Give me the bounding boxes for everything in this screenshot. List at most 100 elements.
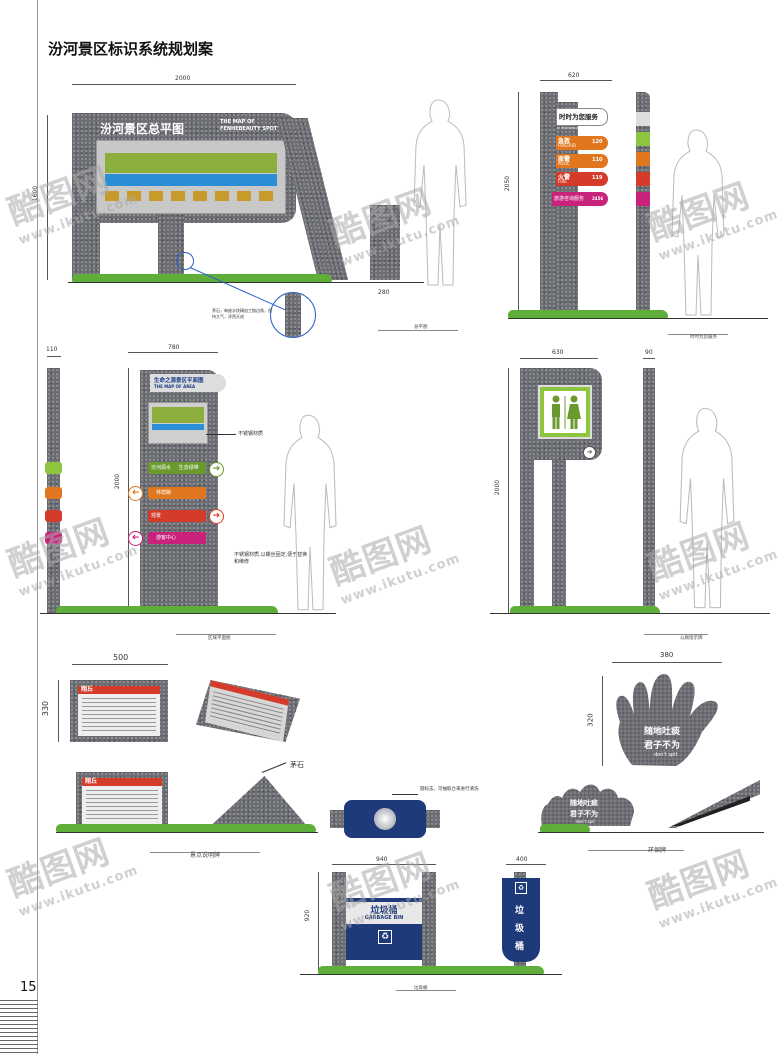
watermark-url: www.ikutu.com (16, 862, 141, 921)
dim-line-bin-width (332, 864, 436, 865)
area-map-panel (148, 402, 208, 444)
dim-spot-height: 330 (41, 700, 51, 717)
grass (56, 824, 316, 832)
bin-side-label: 垃圾桶 (515, 906, 525, 952)
grass (72, 274, 332, 282)
side-color-tab (636, 132, 650, 146)
spot-caption: 景点说明牌 (190, 852, 221, 859)
toilet-post-right (552, 430, 566, 614)
area-note-2: 不锈钢材质,以螺丝固定,便于替换和维修 (234, 552, 308, 565)
map-panel-green (105, 153, 277, 173)
dim-line-spot-height (58, 680, 59, 742)
dim-map-width: 2000 (175, 75, 191, 82)
map-board-title-en-1: THE MAP OF (220, 119, 255, 125)
spot-front-title-bar: 翔丘 (82, 778, 162, 786)
page-number: 15 (20, 980, 37, 995)
side-color-tab (45, 510, 62, 522)
caption-line (150, 852, 260, 853)
ground-line (40, 613, 336, 614)
service-item-label: 急救 (558, 138, 571, 145)
map-board-note: 茅石，每座水纹精加工抛边角，保持大气，浑然天成 (212, 308, 272, 319)
area-direction-label: 观景 (151, 513, 162, 519)
service-caption: 时时为您服务 (690, 335, 717, 340)
spot-board-title: 翔丘 (81, 686, 94, 693)
service-item-num: 110 (592, 157, 603, 163)
dim-line-service-height (518, 92, 519, 312)
hand-caption: 环保牌 (648, 847, 667, 854)
spot-note: 茅石 (290, 761, 304, 769)
service-item-label: 匪警 (558, 156, 571, 163)
bin-post-left (332, 872, 346, 974)
dim-line-hand-height (602, 676, 603, 766)
toilet-man-woman-icon (552, 395, 581, 429)
side-color-tab (636, 152, 650, 166)
map-board-title: 汾河景区总平图 (100, 122, 185, 136)
side-color-tab (636, 172, 650, 186)
ground-line (56, 832, 318, 833)
dim-line-service-width (540, 80, 612, 81)
ground-line (300, 974, 562, 975)
dim-line-toilet-height (508, 368, 509, 614)
person-silhouette-4 (679, 407, 735, 609)
watermark-url: www.ikutu.com (656, 874, 777, 933)
side-color-tab (45, 487, 62, 499)
bin-note: 圆标志，可抽取仓来进行清洗 (420, 787, 479, 792)
dim-toilet-width: 630 (552, 349, 564, 356)
spot-board-panel: 翔丘 (78, 686, 160, 736)
dim-hand-height: 320 (586, 713, 595, 727)
recycle-person-icon: ♻ (378, 930, 392, 944)
toilet-panel (538, 385, 592, 439)
service-header-en: AT YOUR SERVICE EVERYTIME (557, 127, 594, 130)
watermark-brand: 酷图网 (642, 843, 756, 918)
watermark: 酷图网 www.ikutu.com (0, 497, 141, 601)
service-item-label: 旅游咨询服务 (554, 196, 585, 202)
area-map-river (152, 424, 204, 430)
arrow-right-icon: ➔ (209, 509, 224, 524)
caption-line (588, 850, 684, 851)
spot-board-text (82, 698, 156, 732)
dim-service-height: 2050 (504, 175, 512, 192)
detail-circle-large (270, 292, 316, 338)
person-silhouette-3 (283, 414, 337, 611)
dim-area-height: 2000 (114, 473, 122, 490)
service-item-sub: FIRE (558, 179, 567, 184)
area-direction-sub: 生态绿带 (178, 465, 199, 471)
area-map-green (152, 407, 204, 423)
spot-board-title-bar: 翔丘 (78, 686, 160, 694)
recycle-person-icon: ♻ (515, 882, 527, 894)
detail-stone (285, 293, 301, 337)
hand-sign-low (541, 784, 634, 826)
service-item: 匪警 POLIC 110 (556, 154, 608, 168)
bin-top-view (330, 800, 440, 838)
arrow-left-icon: ➔ (128, 486, 143, 501)
spot-front-text (86, 790, 158, 820)
map-board-title-en-2: FENHEBEAUTY SPOT (220, 126, 278, 132)
area-direction-bar: 林荫路 (148, 487, 206, 499)
spot-front-title: 翔丘 (85, 778, 98, 785)
area-direction-label: 林荫路 (156, 490, 172, 496)
bin-top-lid-icon (374, 808, 396, 830)
hand-sign-text-2: 君子不为 (644, 741, 681, 751)
side-color-tab (636, 112, 650, 126)
arrow-left-icon: ➔ (128, 531, 143, 546)
service-header: 时时为您服务 (556, 108, 608, 126)
area-title: 生命之源景区平面图 (154, 378, 204, 384)
dim-line-toilet-width (520, 358, 598, 359)
service-item-num: 119 (592, 175, 603, 181)
spot-note-leader (261, 762, 287, 773)
area-direction-bar: 观景 (148, 510, 206, 522)
bin-top-stone-left (330, 810, 348, 828)
ground-line (508, 318, 768, 319)
map-board-side-base (370, 205, 400, 280)
watermark-url: www.ikutu.com (16, 542, 141, 601)
service-item-sub: POLIC (558, 161, 570, 166)
watermark-brand: 酷图网 (324, 519, 438, 594)
dim-line-height (47, 115, 48, 280)
area-caption: 区域平面图 (208, 636, 231, 641)
area-title-en: THE MAP OF AREA (154, 384, 196, 389)
arrow-right-icon: ➔ (583, 446, 596, 459)
bin-front-label-en: GARBAGE BIN (364, 915, 404, 921)
map-panel-legend (105, 191, 277, 201)
ground-line (68, 282, 424, 283)
ground-line (538, 832, 764, 833)
